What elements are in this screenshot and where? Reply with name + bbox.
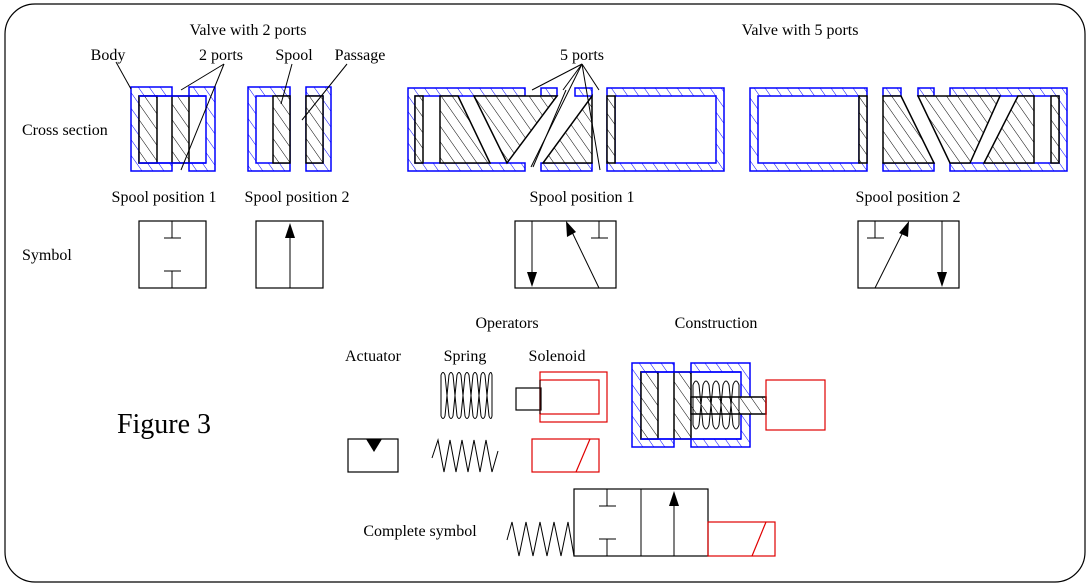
five-port-symbol-pos1 <box>514 220 617 289</box>
two-port-pos2-label: Spool position 2 <box>245 189 350 206</box>
five-port-cross-section-pos2 <box>749 87 1068 172</box>
construction-assembly <box>631 362 826 448</box>
two-port-cross-section-pos2 <box>247 86 332 172</box>
complete-symbol-label: Complete symbol <box>363 523 477 540</box>
callout-passage: Passage <box>335 47 386 64</box>
callout-5-ports: 5 ports <box>560 47 604 64</box>
five-port-symbol-pos2 <box>857 220 960 289</box>
five-port-callout-lines <box>530 63 601 171</box>
solenoid-symbol <box>531 438 600 473</box>
solenoid-construction <box>515 371 608 423</box>
two-port-symbol-pos1 <box>138 220 207 289</box>
five-port-pos2-label: Spool position 2 <box>856 189 961 206</box>
spring-symbol <box>431 438 499 473</box>
callout-2-ports: 2 ports <box>199 47 243 64</box>
spring-coil <box>440 372 493 419</box>
two-port-cross-section-pos1 <box>130 86 216 172</box>
callout-body: Body <box>91 47 126 64</box>
five-port-title: Valve with 5 ports <box>742 22 859 39</box>
operator-solenoid-label: Solenoid <box>529 348 586 365</box>
five-port-pos1-label: Spool position 1 <box>530 189 635 206</box>
five-port-cross-section-pos1 <box>407 87 725 172</box>
callout-spool: Spool <box>275 47 313 64</box>
operators-title: Operators <box>475 315 538 332</box>
figure-caption: Figure 3 <box>117 409 211 440</box>
figure-frame <box>4 3 1086 583</box>
actuator-symbol <box>347 438 399 473</box>
complete-symbol <box>506 488 776 557</box>
two-port-callout-lines <box>115 61 348 171</box>
row-label-cross-section: Cross section <box>22 122 108 139</box>
two-port-title: Valve with 2 ports <box>190 22 307 39</box>
two-port-symbol-pos2 <box>255 220 324 289</box>
operator-spring-label: Spring <box>444 348 487 365</box>
two-port-pos1-label: Spool position 1 <box>112 189 217 206</box>
operator-actuator-label: Actuator <box>345 348 402 365</box>
construction-title: Construction <box>675 315 758 332</box>
row-label-symbol: Symbol <box>22 247 72 264</box>
